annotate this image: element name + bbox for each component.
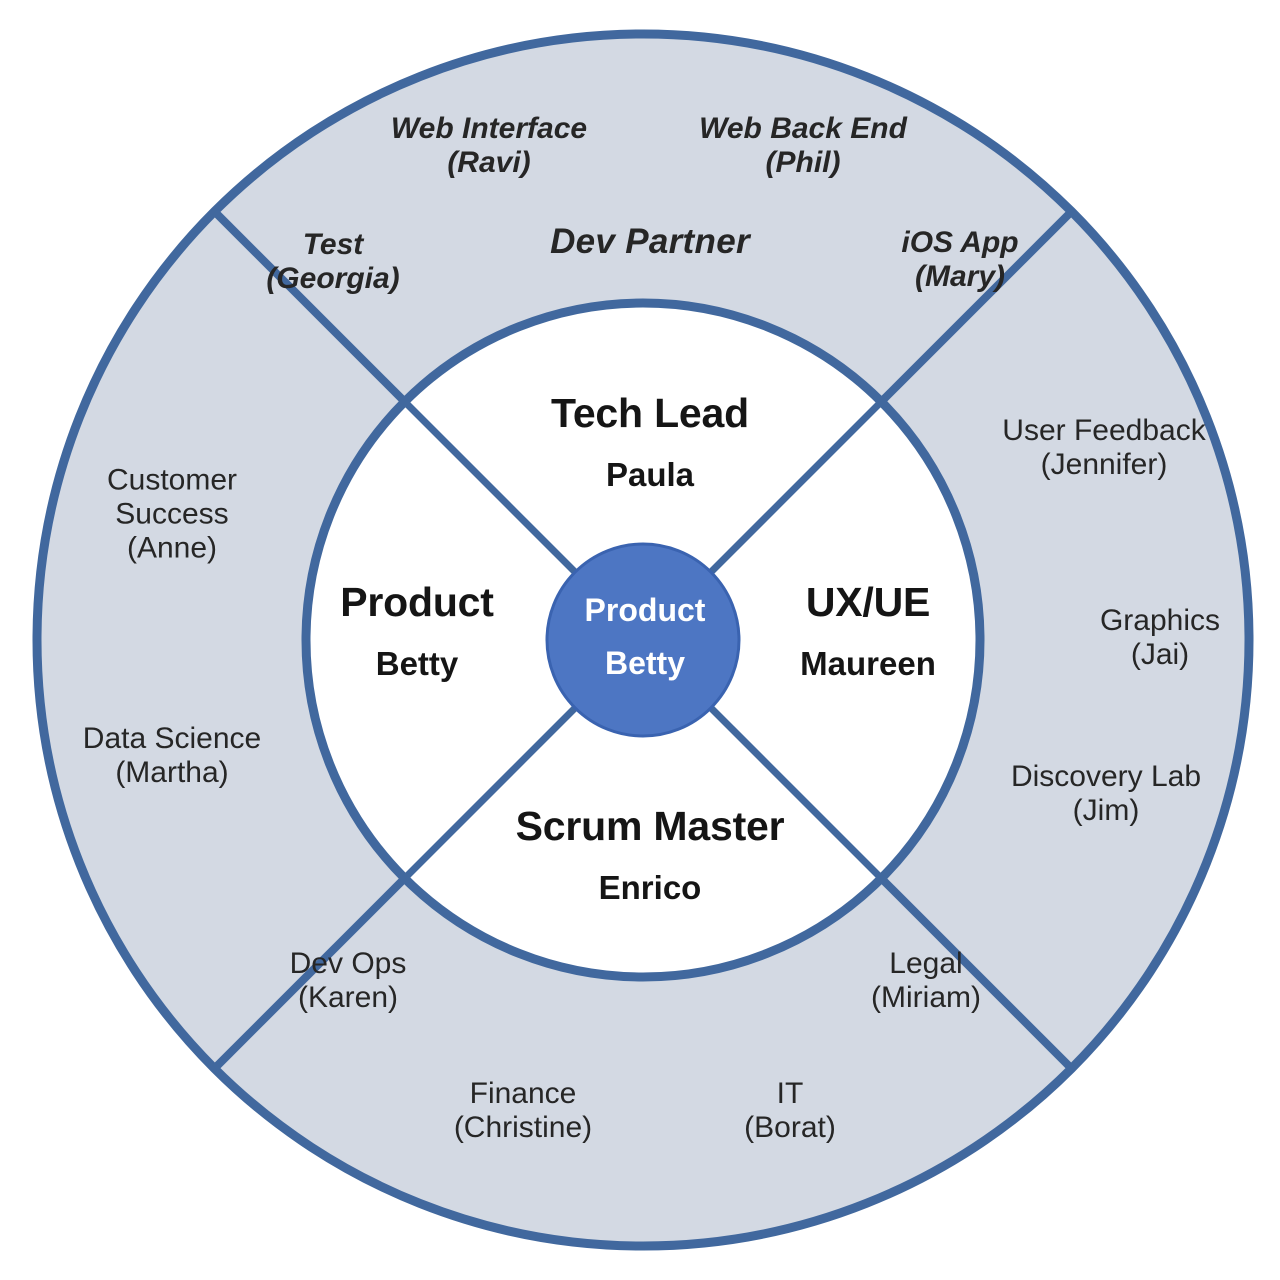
outer-sector-dividers — [212, 209, 1074, 1071]
hub-circle — [545, 542, 741, 738]
divider-upper-right — [878, 209, 1074, 405]
inner-divider-upper-left — [402, 399, 578, 575]
inner-quadrant-dividers — [402, 399, 884, 881]
inner-divider-upper-right — [708, 399, 884, 575]
inner-divider-lower-right — [708, 705, 884, 881]
divider-upper-left — [212, 209, 408, 405]
divider-lower-right — [878, 875, 1074, 1071]
divider-lower-left — [212, 875, 408, 1071]
inner-divider-lower-left — [402, 705, 578, 881]
